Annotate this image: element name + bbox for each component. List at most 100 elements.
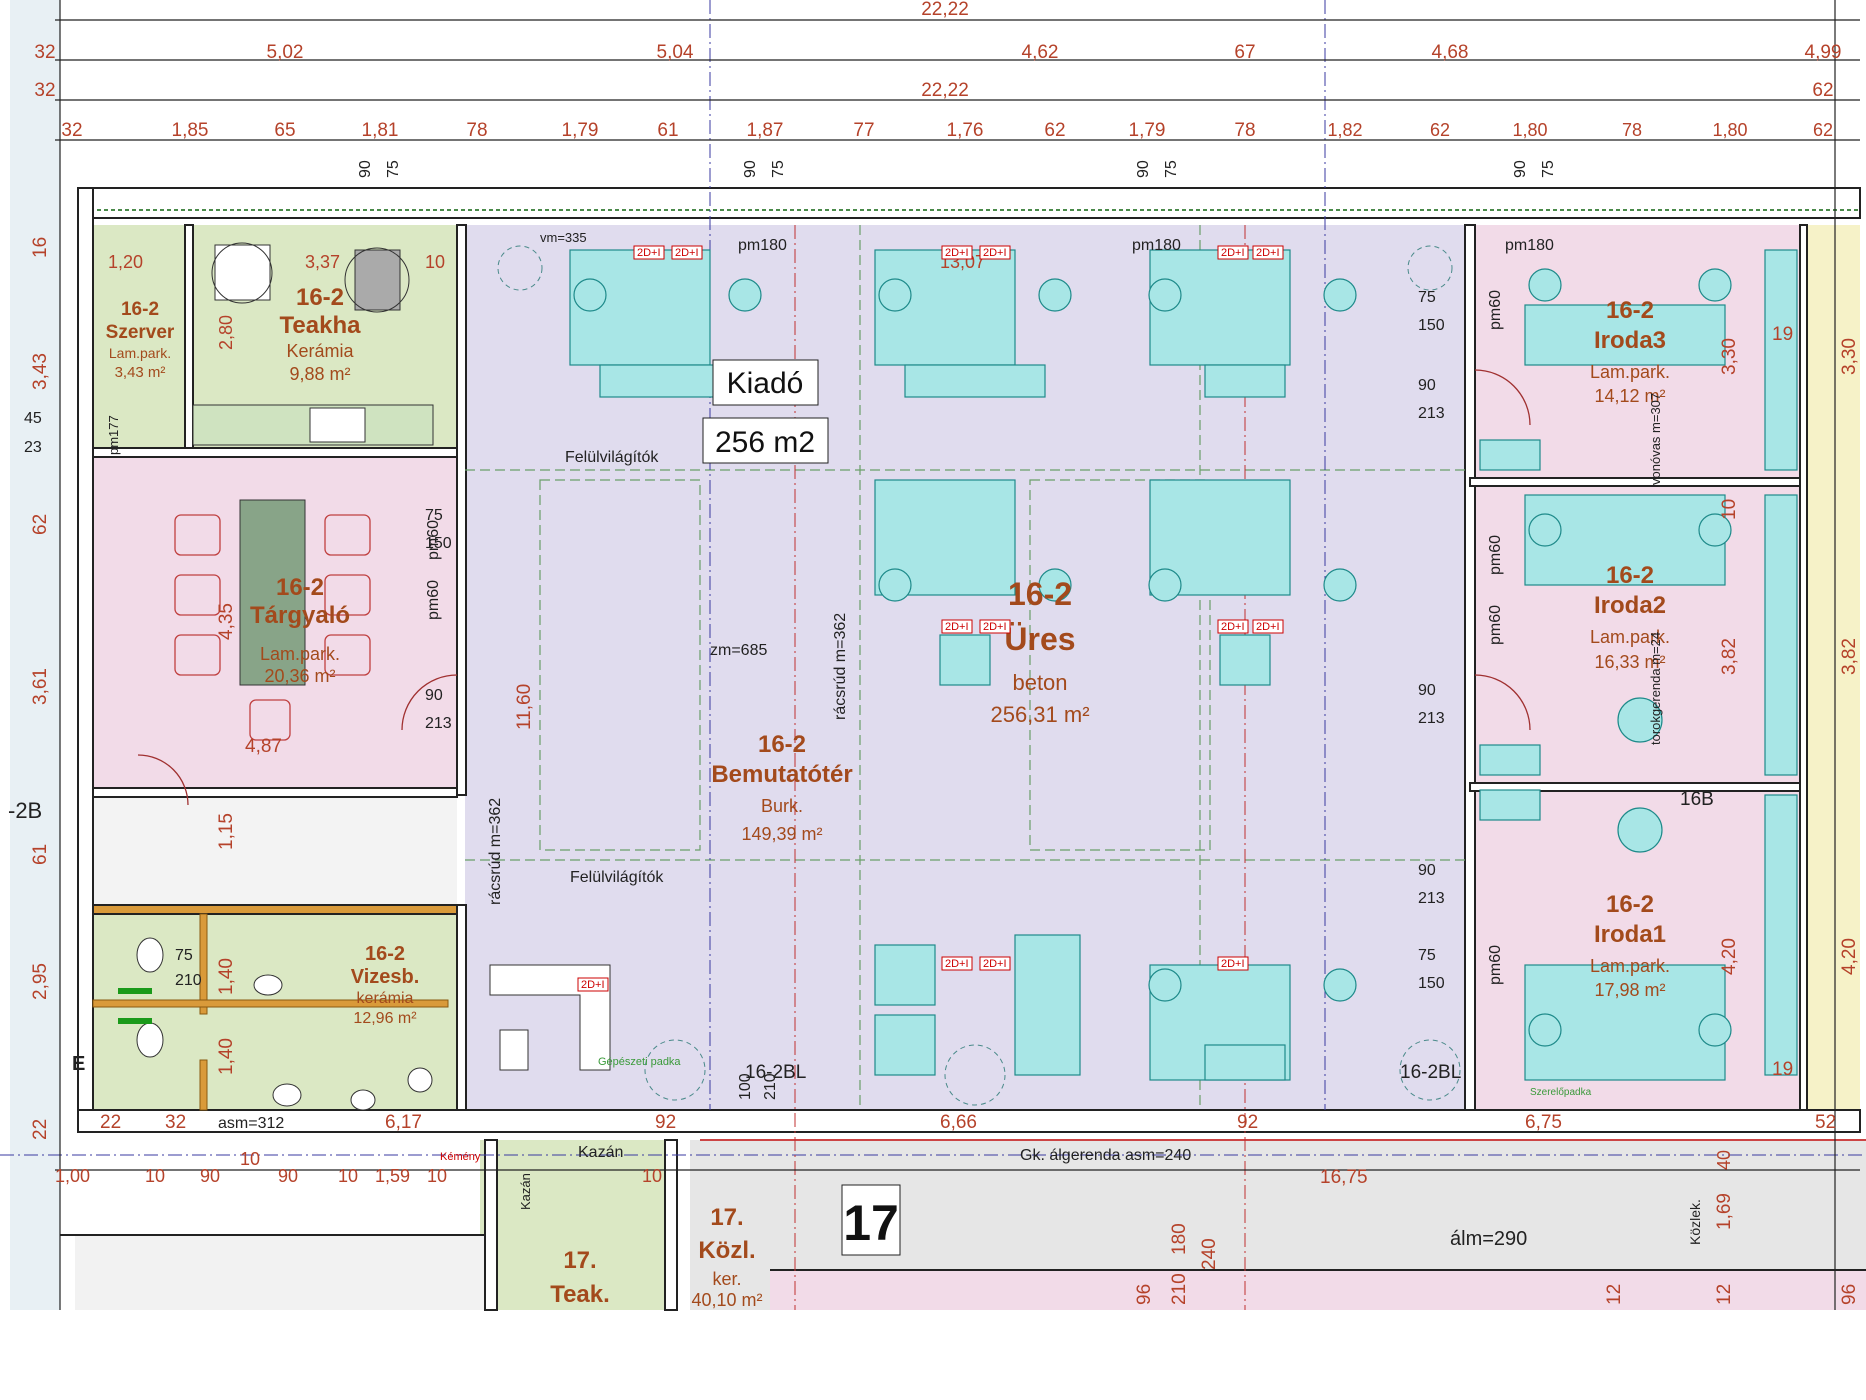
dim-r3-8: 77 <box>853 120 874 141</box>
rent-box: Kiadó 256 m2 <box>702 359 829 464</box>
room-office1-name: Iroda1 <box>1594 921 1666 948</box>
room-server-floor: Lam.park. <box>109 345 171 361</box>
socket-1: 2D+I <box>637 247 661 259</box>
int-dim-1: 4,35 <box>216 603 237 640</box>
win-dim-6: 90 <box>1512 160 1529 178</box>
int-dim-5: 1,40 <box>216 1038 237 1075</box>
room-wc-area: 12,96 m² <box>353 1010 417 1027</box>
room-office3-area: 14,12 m² <box>1594 386 1665 406</box>
furniture <box>118 242 1798 1111</box>
dim-r3-4: 78 <box>466 120 487 141</box>
door-dim-16: 100 <box>737 1073 754 1100</box>
room-showroom-code: 16-2 <box>758 731 806 758</box>
bv-4: 12 <box>1604 1284 1625 1305</box>
dimension-lines <box>55 0 1860 1310</box>
left-dim-2: 45 <box>24 410 42 427</box>
socket-8: 2D+I <box>983 621 1007 633</box>
bottom2-dim-6: 1,59 <box>375 1166 410 1186</box>
bottom2-dim-9: 16,75 <box>1320 1167 1368 1188</box>
bottom2-dim-3: 10 <box>240 1149 260 1169</box>
bottom-dim-0: 22 <box>100 1112 121 1133</box>
bv-8: 40 <box>1714 1150 1734 1170</box>
dim-r1-1: 5,02 <box>267 42 304 63</box>
top-dimensions: 22,22 32 5,02 5,04 4,62 67 4,68 4,99 32 … <box>34 0 1841 141</box>
room-showroom-floor: Burk. <box>761 796 803 816</box>
door-dim-4: 75 <box>1418 289 1436 306</box>
red-axis <box>794 225 1246 1310</box>
right-dim-2: 3,82 <box>1719 638 1740 675</box>
label-pm180-c: pm180 <box>1505 237 1554 254</box>
label-skylight-1: Felülvilágítók <box>565 449 659 466</box>
doors <box>137 369 1531 806</box>
dim-r3-11: 1,79 <box>1129 120 1166 141</box>
room-meeting-code: 16-2 <box>276 574 324 601</box>
win-dim-5: 75 <box>1163 160 1180 178</box>
label-bl-1: 16-2BL <box>745 1062 806 1083</box>
dim-r2-1: 22,22 <box>921 80 969 101</box>
label-racsrud-1: rácsrúd m=362 <box>832 613 849 720</box>
room-server-area: 3,43 m² <box>115 364 166 381</box>
bottom-dim-5: 6,66 <box>940 1112 977 1133</box>
win-dim-4: 90 <box>1135 160 1152 178</box>
label-pm60-f: pm60 <box>1487 945 1504 985</box>
room-empty-code: 16-2 <box>1008 576 1072 612</box>
bottom-dim-1: 32 <box>165 1112 186 1133</box>
bottom-dimensions: 22 32 asm=312 6,17 92 6,66 92 6,75 52 1,… <box>55 1112 1836 1188</box>
room-office2: 16-2 Iroda2 Lam.park. 16,33 m² <box>1590 562 1670 672</box>
bottom2-dim-5: 10 <box>338 1166 358 1186</box>
bv-5: 12 <box>1714 1284 1735 1305</box>
room-server-code: 16-2 <box>121 299 159 320</box>
int-dim-3: 1,15 <box>216 813 237 850</box>
dim-r3-12: 78 <box>1234 120 1255 141</box>
dim-r1-5: 4,68 <box>1432 42 1469 63</box>
room-kitchen-code: 16-2 <box>296 284 344 311</box>
misc-labels: Felülvilágítók Felülvilágítók vm=335 pm1… <box>106 230 1714 1256</box>
door-dim-6: 90 <box>1418 377 1436 394</box>
bottom-dim-6: 92 <box>1237 1112 1258 1133</box>
bottom2-dim-2: 90 <box>200 1166 220 1186</box>
bv-7: 1,69 <box>1714 1193 1735 1230</box>
room-office2-name: Iroda2 <box>1594 592 1666 619</box>
label-kazan-2: Kazán <box>518 1173 533 1210</box>
label-szerelo: Szerelőpadka <box>1530 1087 1592 1098</box>
bottom-dim-3: 6,17 <box>385 1112 422 1133</box>
dim-r3-17: 1,80 <box>1712 120 1747 140</box>
label-pm60-d: pm60 <box>1487 535 1504 575</box>
dim-r3-14: 62 <box>1430 120 1450 140</box>
label-pm60-b: pm60 <box>425 580 442 620</box>
left-dim-4: 62 <box>30 514 51 535</box>
right-dim-4: 3,82 <box>1839 638 1860 675</box>
socket-7: 2D+I <box>945 621 969 633</box>
door-dim-5: 150 <box>1418 317 1445 334</box>
dim-r1-0: 32 <box>34 42 55 63</box>
socket-labels: 2D+I 2D+I 2D+I 2D+I 2D+I 2D+I 2D+I 2D+I … <box>577 245 1284 992</box>
win-dim-3: 75 <box>770 160 787 178</box>
room-meeting-floor: Lam.park. <box>260 644 340 664</box>
door-dim-13: 210 <box>175 972 202 989</box>
label-pm177: pm177 <box>106 415 121 455</box>
dim-r1-4: 67 <box>1234 42 1255 63</box>
bottom2-dim-0: 1,00 <box>55 1166 90 1186</box>
right-dim-8: 19 <box>1772 1059 1793 1080</box>
room-showroom-name: Bemutatótér <box>711 761 852 788</box>
room-empty-floor: beton <box>1012 670 1067 695</box>
room-showroom: 16-2 Bemutatótér Burk. 149,39 m² <box>711 731 852 844</box>
bottom-dim-2: asm=312 <box>218 1115 284 1132</box>
socket-11: 2D+I <box>945 958 969 970</box>
right-dimensions: 3,30 10 3,82 3,30 3,82 4,20 4,20 19 19 <box>1719 324 1860 1080</box>
win-dim-0: 90 <box>357 160 374 178</box>
dim-r3-9: 1,76 <box>947 120 984 141</box>
axis-mark-e: E <box>72 1053 85 1075</box>
room-corr17-name: Közl. <box>698 1237 755 1264</box>
int-dim-4: 1,40 <box>216 958 237 995</box>
door-dim-9: 213 <box>1418 710 1445 727</box>
door-dim-1: 150 <box>425 535 452 552</box>
int-dim-7: 1,20 <box>108 252 143 272</box>
room-office3-code: 16-2 <box>1606 297 1654 324</box>
room-kitchen-floor: Kerámia <box>286 341 354 361</box>
right-dim-3: 3,30 <box>1839 338 1860 375</box>
bottom2-dim-8: 10 <box>642 1166 662 1186</box>
bv-3: 240 <box>1199 1238 1220 1270</box>
door-dim-8: 90 <box>1418 682 1436 699</box>
door-dim-17: 210 <box>762 1073 779 1100</box>
